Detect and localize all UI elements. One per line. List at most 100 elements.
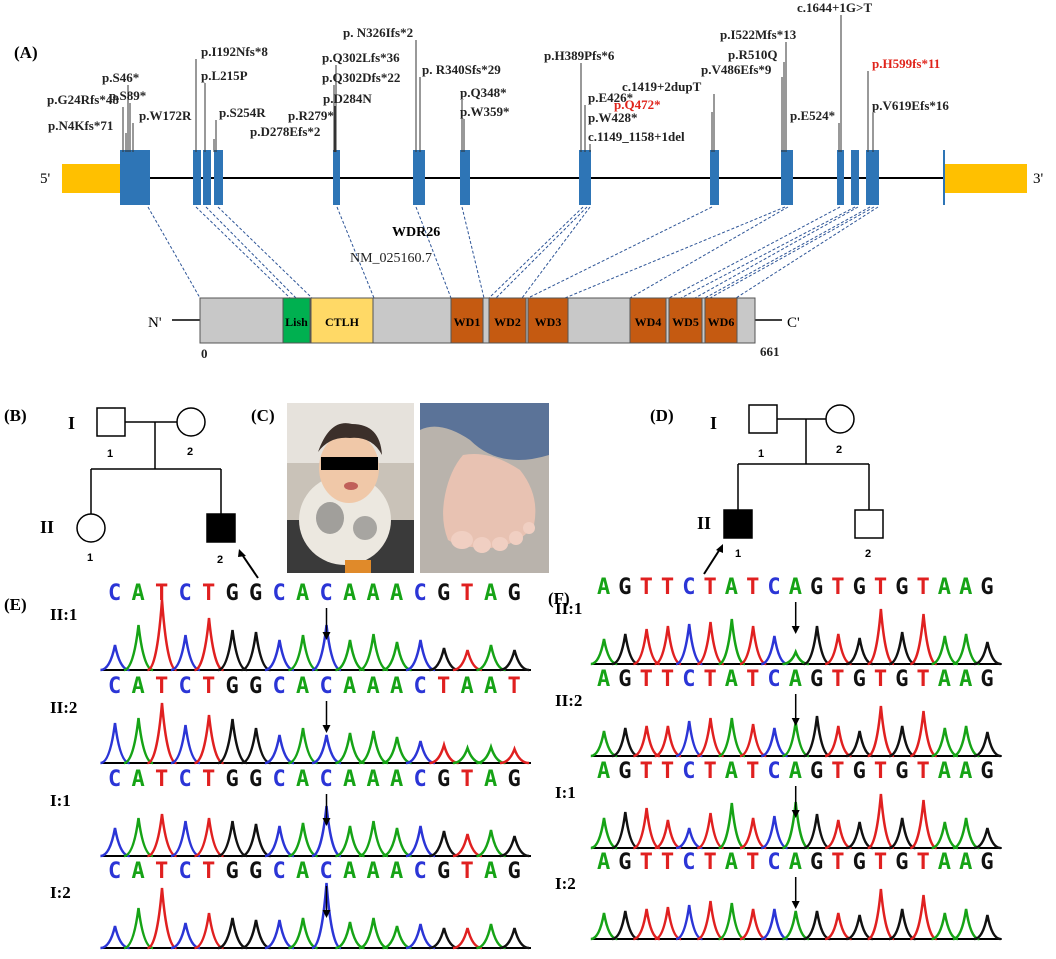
exon (460, 150, 470, 205)
transcript-id: NM_025160.7 (350, 251, 432, 266)
base-letter: T (202, 767, 215, 792)
chromatogram-peak (611, 811, 639, 850)
mutation-label: p.S254R (219, 105, 266, 120)
brother-symbol-d (854, 509, 884, 539)
chromatogram-peak (358, 730, 389, 765)
domain-wd6 (704, 297, 738, 344)
chromatogram-peak (718, 618, 746, 666)
base-letter: A (938, 850, 951, 875)
exon (214, 150, 223, 205)
base-letter: T (831, 850, 844, 875)
proband-arrow-d (703, 548, 721, 575)
base-letter: G (853, 575, 866, 600)
mutation-label: p. R340Sfs*29 (422, 62, 501, 77)
chromatogram-peak (194, 617, 224, 672)
panel-label-c: (C) (251, 406, 275, 425)
chromatogram-peak (147, 702, 177, 765)
chromatogram-peak (952, 725, 980, 758)
variant-arrowhead (791, 718, 800, 726)
base-letter: G (810, 575, 823, 600)
chromatogram-peak (696, 900, 725, 941)
base-letter: T (640, 759, 653, 784)
base-letter: G (249, 581, 262, 606)
base-letter: A (390, 581, 403, 606)
mutation-label: p.Q472* (614, 97, 661, 112)
pedigree-d: I II 1 2 1 2 (697, 404, 884, 575)
chromatogram-peak (429, 740, 459, 765)
chromatogram-peak (288, 822, 318, 858)
chromatogram-peak (867, 888, 895, 941)
base-letter: G (895, 850, 908, 875)
father-symbol (96, 407, 126, 437)
domain-ctlh (310, 297, 374, 344)
connector-line (527, 206, 713, 299)
mutation-label: p.H599fs*11 (872, 56, 940, 71)
base-letter: A (484, 674, 497, 699)
chromatogram-peak (718, 802, 746, 850)
chromatogram-peak (973, 731, 1001, 758)
chromatogram-peak (123, 717, 154, 765)
chromatogram-peak (696, 717, 725, 758)
base-letter: T (874, 850, 887, 875)
base-letter: C (273, 859, 286, 884)
base-letter: G (895, 575, 908, 600)
chromatogram-row-label: I:1 (50, 791, 71, 810)
base-letter: G (810, 667, 823, 692)
base-letter: A (959, 759, 972, 784)
chromatogram-peak (476, 742, 506, 765)
base-letter: C (179, 581, 192, 606)
base-letter: T (661, 575, 674, 600)
base-letter: C (320, 674, 333, 699)
exon-domain-connectors (147, 206, 879, 299)
chromatogram-peak (952, 908, 980, 941)
variant-arrowhead (322, 818, 331, 826)
pedigree-b: I II 1 2 1 2 (40, 407, 259, 579)
base-letter: T (704, 667, 717, 692)
base-letter: T (640, 667, 653, 692)
chromatogram-peak (146, 599, 178, 672)
proband-arrowhead-d (716, 544, 723, 553)
chromatogram-peak (888, 908, 916, 941)
connector-line (461, 206, 485, 299)
individual-d-I-1: 1 (758, 448, 764, 460)
mutation-label: p.G24Rfs*48 (47, 92, 119, 107)
chromatogram-peak (147, 887, 177, 950)
chromatogram-peak (382, 925, 412, 950)
chromatogram-peak (241, 727, 271, 765)
mother-symbol-d (825, 404, 855, 434)
base-letter: C (767, 759, 780, 784)
base-letter: T (640, 850, 653, 875)
base-letter: C (767, 667, 780, 692)
chromatogram-peak (358, 633, 389, 672)
chromatogram-peak (803, 813, 831, 850)
base-letter: T (202, 859, 215, 884)
chromatogram-peak (867, 793, 895, 850)
gene-name: WDR26 (392, 225, 440, 240)
chromatogram-peak (867, 705, 895, 758)
base-letter: A (296, 674, 309, 699)
chromatogram-peak (888, 817, 916, 850)
protein-start-label: 0 (201, 346, 208, 361)
chromatogram-peak (288, 634, 318, 672)
exon (333, 150, 340, 205)
chromatogram-peak (675, 720, 703, 758)
chromatogram-peak (739, 817, 767, 850)
chromatogram-peak (590, 638, 618, 666)
chromatogram-peak (931, 727, 959, 758)
chromatogram-peak (718, 717, 746, 758)
base-letter: G (249, 767, 262, 792)
connector-line (564, 206, 786, 299)
base-letter: T (437, 674, 450, 699)
base-letter: G (895, 759, 908, 784)
base-letter: T (461, 767, 474, 792)
chromatogram-peak (499, 835, 530, 858)
chromatogram-row-label: II:1 (50, 605, 77, 624)
base-letter: T (704, 850, 717, 875)
chromatogram-peak (760, 815, 788, 850)
protein-end-label: 661 (760, 344, 780, 359)
base-letter: C (682, 759, 695, 784)
chromatogram-peak (123, 817, 154, 858)
connector-line (704, 206, 871, 299)
